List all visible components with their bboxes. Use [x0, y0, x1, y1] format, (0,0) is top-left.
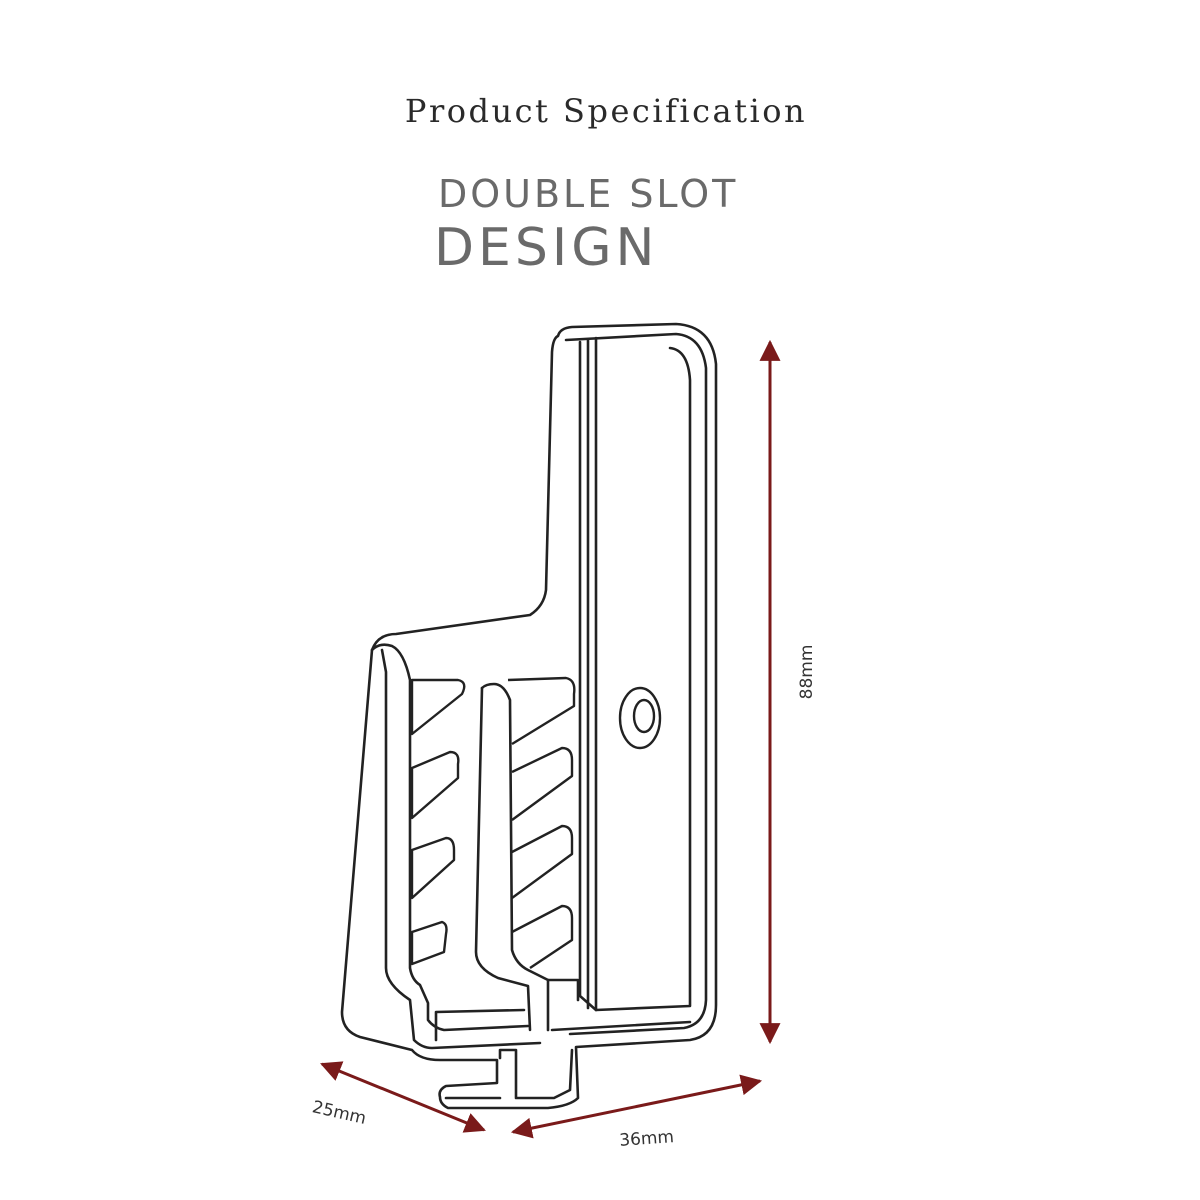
subtitle-line-2: DESIGN: [434, 218, 659, 278]
height-label: 88mm: [797, 645, 817, 700]
width-label: 36mm: [619, 1127, 675, 1151]
mounting-hole: [618, 686, 662, 750]
left-slot-ribs: [410, 678, 466, 966]
holder-outline: [340, 322, 718, 1110]
right-slot-ribs: [507, 676, 576, 969]
depth-label: 25mm: [310, 1097, 368, 1129]
depth-arrow: [320, 1061, 486, 1133]
subtitle-line-1: DOUBLE SLOT: [438, 172, 739, 216]
width-arrow: [510, 1074, 763, 1139]
dimension-arrows: [320, 339, 781, 1139]
page-title: Product Specification: [404, 92, 808, 130]
